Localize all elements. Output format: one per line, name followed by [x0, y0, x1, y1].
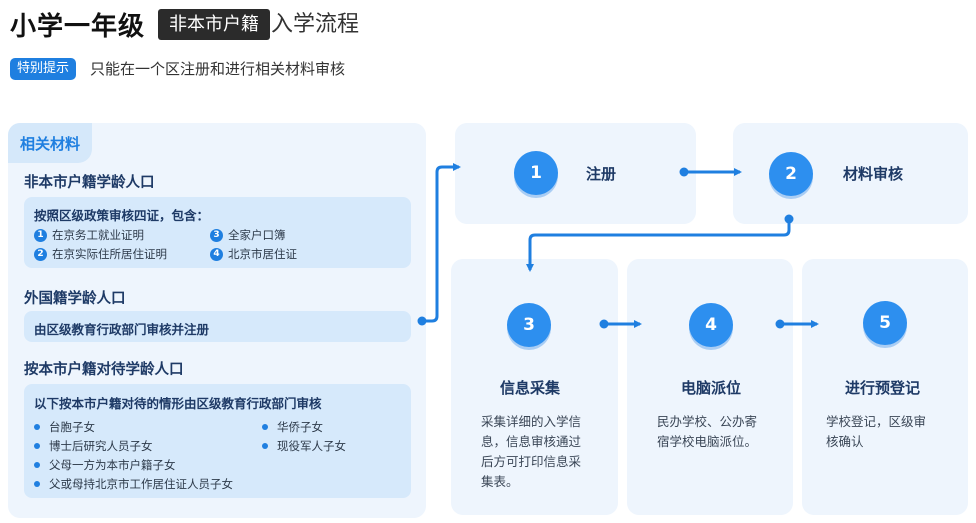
list-item: 现役军人子女: [262, 438, 346, 454]
list-item-text: 华侨子女: [277, 420, 323, 434]
step-label-3: 信息采集: [500, 379, 561, 397]
list-item: 博士后研究人员子女: [34, 438, 153, 454]
bullet-dot: [34, 481, 40, 487]
step-label-5: 进行预登记: [845, 379, 921, 397]
step-card-register: [455, 123, 696, 224]
arrow-step2-to-step3: [526, 214, 794, 272]
number-badge: 3: [210, 228, 223, 242]
number-badge: 4: [210, 247, 223, 261]
step-card-info-collection: [451, 259, 618, 515]
arrow-step4-to-step5: [775, 319, 819, 329]
list-item-text: 在京实际住所居住证明: [52, 247, 167, 261]
step-card-computer-assignment: [627, 259, 793, 515]
list-item: 3 全家户口簿: [210, 227, 286, 243]
step-desc-4: 民办学校、公办寄宿学校电脑派位。: [657, 414, 758, 449]
foreign-requirements-box: [24, 311, 411, 342]
step-number-4: 4: [689, 303, 733, 347]
treated-local-head: 以下按本市户籍对待的情形由区级教育行政部门审核: [34, 396, 322, 411]
title-suffix: 入学流程: [271, 12, 360, 37]
tip-text: 只能在一个区注册和进行相关材料审核: [90, 60, 346, 78]
arrow-step1-to-step2: [679, 167, 742, 177]
list-item-text: 台胞子女: [49, 420, 95, 434]
list-item-text: 父或母持北京市工作居住证人员子女: [49, 477, 233, 491]
step-number-3: 3: [507, 303, 551, 347]
number-badge: 1: [34, 228, 47, 242]
list-item-text: 全家户口簿: [228, 228, 286, 242]
title-badge: 非本市户籍: [158, 9, 270, 40]
tip-badge: 特别提示: [10, 58, 77, 80]
arrow-step3-to-step4: [599, 319, 642, 329]
page-title: 小学一年级: [10, 12, 146, 42]
list-item-text: 父母一方为本市户籍子女: [49, 458, 176, 472]
list-item-text: 北京市居住证: [228, 247, 297, 261]
list-item: 华侨子女: [262, 419, 323, 435]
bullet-dot: [262, 443, 268, 449]
step-label-4: 电脑派位: [681, 379, 742, 397]
step-number-2: 2: [769, 152, 813, 196]
list-item-text: 博士后研究人员子女: [49, 439, 153, 453]
step-number-1: 1: [514, 151, 558, 195]
bullet-dot: [34, 443, 40, 449]
step-desc-5: 学校登记，区级审核确认: [826, 414, 927, 449]
list-item: 4 北京市居住证: [210, 246, 297, 262]
step-label-1: 注册: [586, 165, 617, 183]
list-item: 1 在京务工就业证明: [34, 227, 144, 243]
list-item: 2 在京实际住所居住证明: [34, 246, 167, 262]
list-item: 台胞子女: [34, 419, 95, 435]
number-badge: 2: [34, 247, 47, 261]
list-item: 父母一方为本市户籍子女: [34, 457, 176, 473]
section-title-foreign: 外国籍学龄人口: [24, 291, 126, 307]
section-title-nonlocal: 非本市户籍学龄人口: [24, 175, 155, 191]
step-label-2: 材料审核: [843, 165, 904, 183]
nonlocal-requirements-head: 按照区级政策审核四证，包含：: [34, 208, 210, 223]
list-item-text: 在京务工就业证明: [52, 228, 144, 242]
section-title-treated-local: 按本市户籍对待学龄人口: [24, 362, 184, 378]
materials-tab: 相关材料: [8, 123, 92, 163]
step-number-5: 5: [863, 301, 907, 345]
treated-local-box: [24, 384, 411, 498]
list-item: 父或母持北京市工作居住证人员子女: [34, 476, 233, 492]
bullet-dot: [34, 462, 40, 468]
arrow-materials-to-register: [417, 163, 461, 326]
foreign-requirements-head: 由区级教育行政部门审核并注册: [34, 322, 210, 337]
step-desc-3: 采集详细的入学信息，信息审核通过后方可打印信息采集表。: [481, 414, 582, 489]
bullet-dot: [262, 424, 268, 430]
bullet-dot: [34, 424, 40, 430]
list-item-text: 现役军人子女: [277, 439, 346, 453]
